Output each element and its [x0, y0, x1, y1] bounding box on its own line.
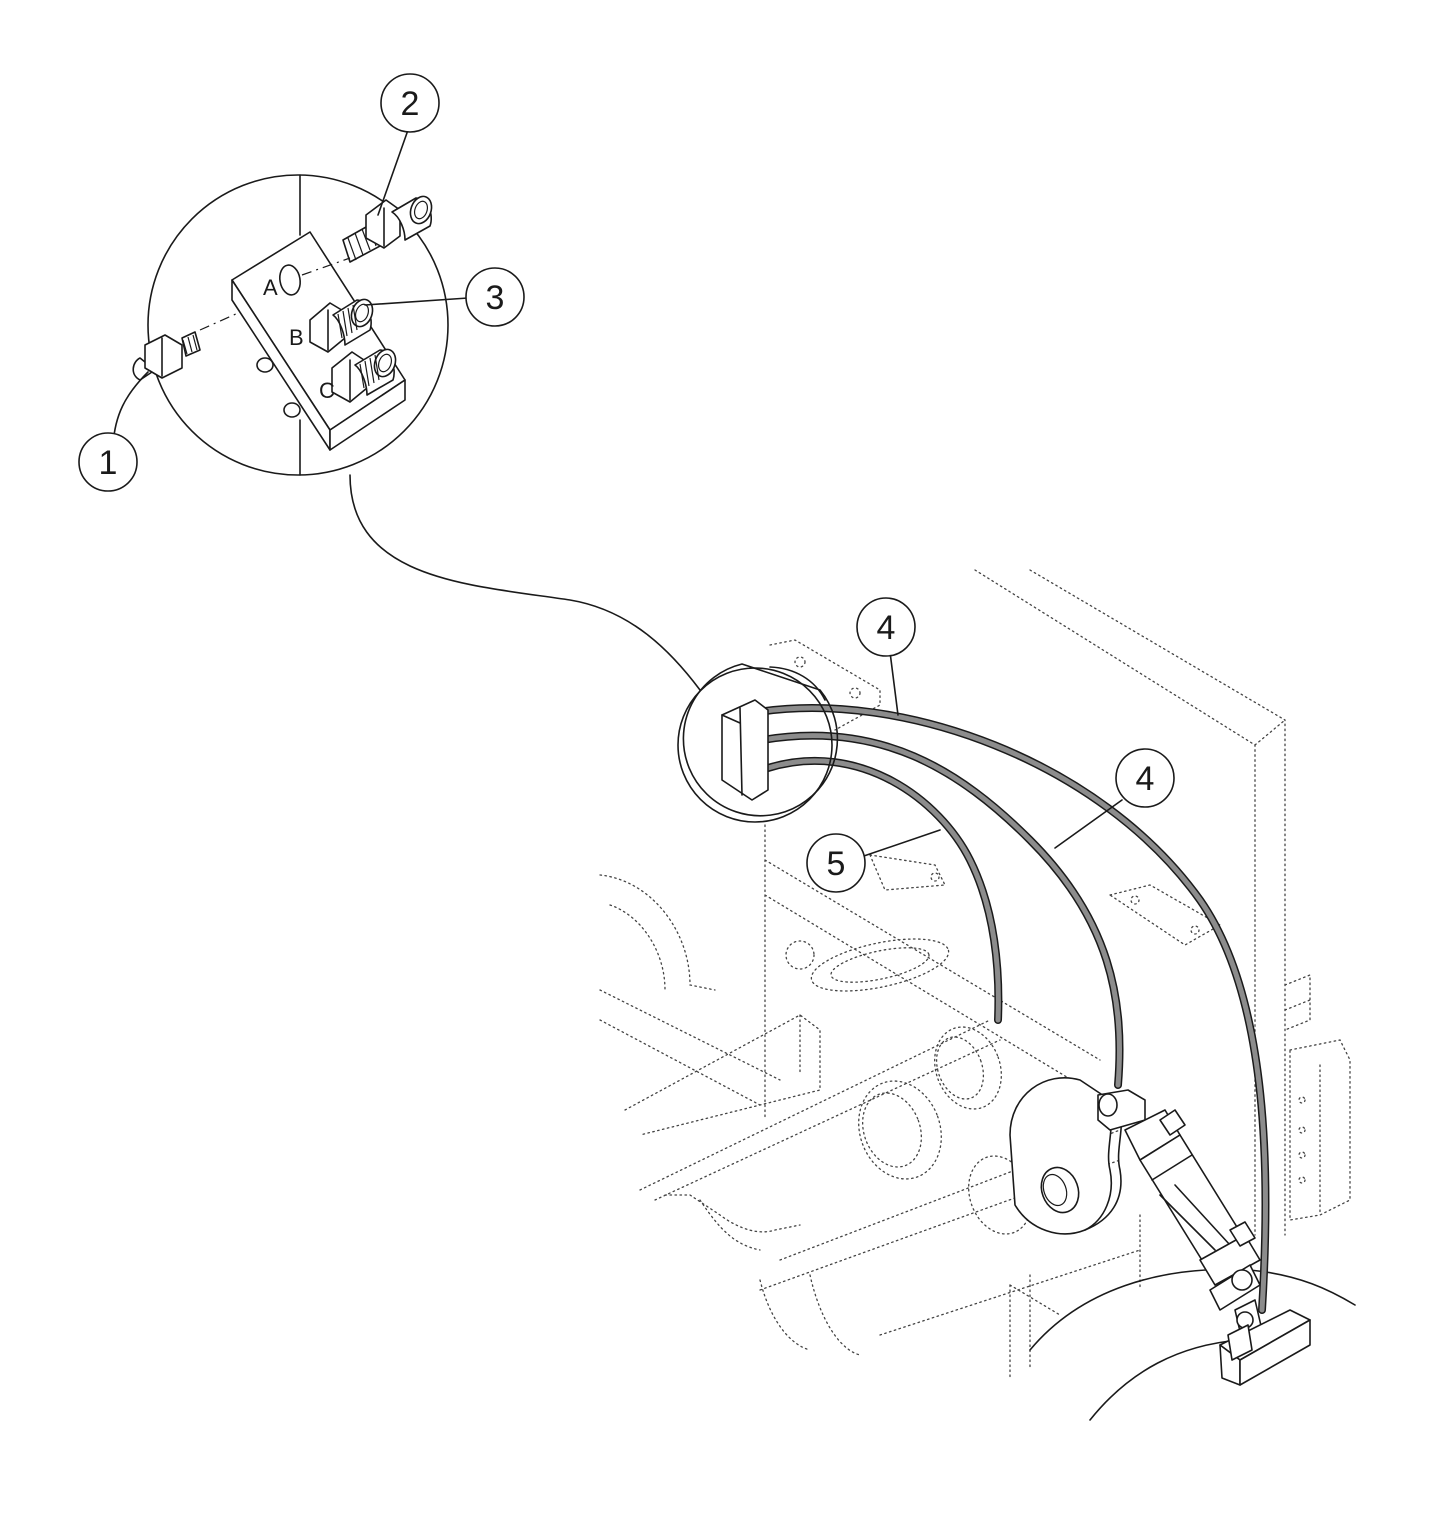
hose-lower — [764, 756, 1003, 1024]
callout-2: 2 — [380, 73, 440, 133]
port-label-a: A — [263, 275, 278, 300]
callout-3-number: 3 — [486, 279, 505, 317]
fitting-b — [309, 298, 374, 353]
callout-5-number: 5 — [827, 845, 846, 883]
cam-lever — [1009, 1077, 1146, 1235]
fitting-c — [331, 348, 397, 403]
callout-2-number: 2 — [401, 85, 420, 123]
callout-1: 1 — [78, 432, 138, 492]
callout-3: 3 — [465, 267, 525, 327]
callout-4-lower-number: 4 — [1136, 760, 1155, 798]
upper-detail-circle — [132, 174, 449, 476]
port-label-b: B — [289, 325, 304, 350]
fitting-2 — [342, 195, 433, 263]
lower-detail-circle — [677, 663, 839, 823]
hose-middle — [758, 731, 1124, 1089]
callout-4-upper-number: 4 — [877, 609, 896, 647]
callout-1-number: 1 — [99, 444, 118, 482]
air-cylinder — [1124, 1109, 1311, 1386]
callout-leaders — [112, 129, 1123, 859]
callout-4-lower: 4 — [1115, 748, 1175, 808]
callout-4-upper: 4 — [856, 597, 916, 657]
hoses — [754, 704, 1270, 1314]
hose-top — [754, 704, 1270, 1314]
fitting-1 — [132, 331, 201, 381]
machine-frame-phantom — [599, 569, 1351, 1381]
port-label-c: C — [319, 378, 335, 403]
detail-connector-line — [349, 474, 701, 691]
callout-5: 5 — [806, 833, 866, 893]
